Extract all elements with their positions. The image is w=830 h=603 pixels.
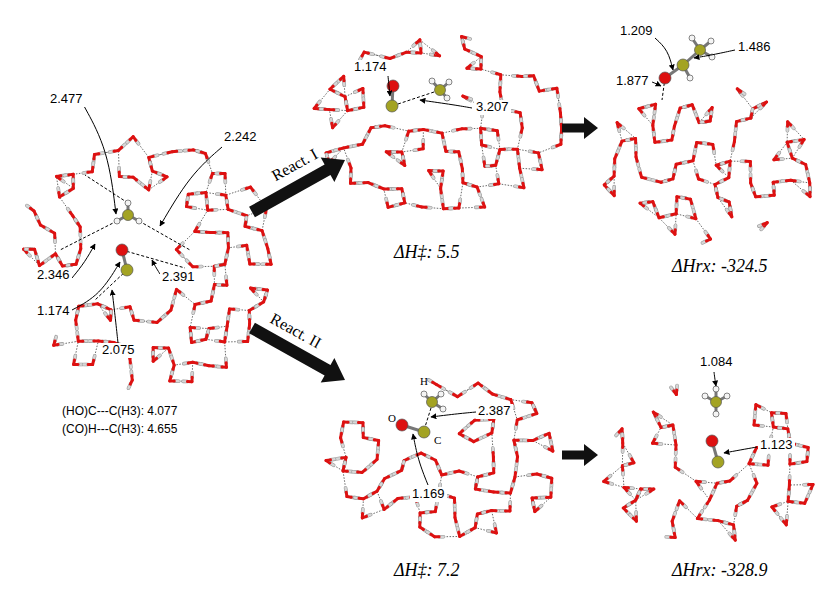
- atom-label: O: [386, 412, 398, 425]
- atom-label: C: [432, 434, 443, 447]
- molecule: [60, 35, 730, 468]
- enthalpy-value: ΔH‡: 5.5: [392, 242, 462, 263]
- atom-label: H: [418, 375, 430, 388]
- bond-length: 1.209: [618, 24, 655, 39]
- bond-length: 1.169: [410, 487, 447, 502]
- distance-note: (HO)C---C(H3): 4.077: [60, 405, 179, 419]
- reaction-label: React. II: [265, 309, 326, 354]
- bond-length: 2.075: [100, 343, 137, 358]
- bond-length: 2.391: [160, 270, 197, 285]
- reaction-arrow: [249, 117, 598, 466]
- enthalpy-value: ΔHrx: -324.5: [670, 256, 770, 277]
- bond-length: 1.486: [736, 40, 773, 55]
- reaction-label: React. I: [267, 144, 323, 186]
- enthalpy-value: ΔHrx: -328.9: [670, 560, 770, 581]
- bond-length: 3.207: [474, 100, 511, 115]
- distance-note: (CO)H---C(H3): 4.655: [60, 423, 179, 437]
- bond-length: 2.387: [476, 404, 513, 419]
- bond-length: 1.123: [758, 438, 795, 453]
- bond-length: 1.877: [614, 74, 651, 89]
- bond-length: 1.084: [698, 355, 735, 370]
- enthalpy-value: ΔH‡: 7.2: [392, 560, 462, 581]
- bond-length: 2.346: [35, 268, 72, 283]
- bond-length: 1.174: [352, 60, 389, 75]
- bond-length: 2.477: [48, 92, 85, 107]
- water-cluster: [24, 37, 813, 541]
- bond-length: 1.174: [35, 304, 72, 319]
- bond-length: 2.242: [222, 130, 259, 145]
